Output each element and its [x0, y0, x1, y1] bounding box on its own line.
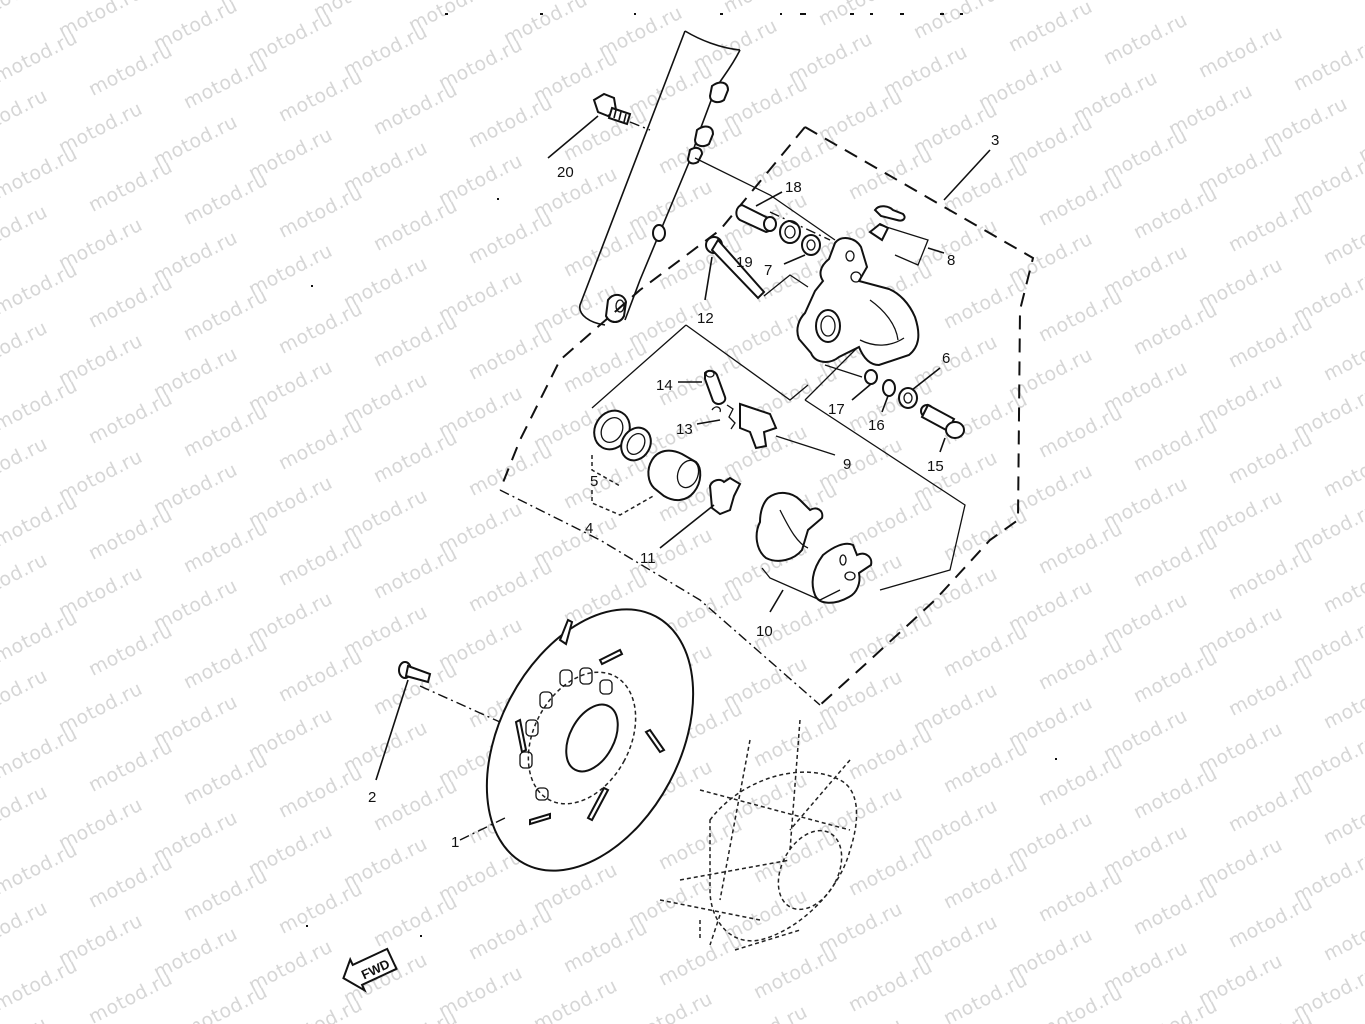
- callout-5: 5: [590, 473, 598, 490]
- piston-and-seals: [591, 409, 702, 516]
- disc-bolt-2: [375, 661, 501, 781]
- caliper-bolt-12: [704, 236, 809, 301]
- callout-9: 9: [843, 456, 851, 473]
- slide-pin-18: [735, 191, 783, 234]
- small-hardware: [659, 369, 836, 549]
- callout-18: 18: [785, 179, 802, 196]
- callout-6: 6: [942, 350, 950, 367]
- caliper-body: [796, 237, 920, 367]
- caliper-pin-set: [824, 364, 965, 453]
- callout-13: 13: [676, 421, 693, 438]
- callout-10: 10: [756, 623, 773, 640]
- callout-labels: 1 2 3 4 5 6 7 8 9 10 11 12 13 14 15 16 1…: [368, 132, 999, 851]
- bushing-19-and-boot-7: [769, 211, 831, 265]
- callout-11: 11: [640, 550, 656, 567]
- callout-19: 19: [736, 254, 753, 271]
- callout-15: 15: [927, 458, 944, 475]
- brake-disc-1: [459, 608, 695, 872]
- caliper-assembly-outline: [499, 126, 1035, 706]
- front-fork-leg: [579, 30, 741, 326]
- scan-specks: [306, 13, 1057, 937]
- brake-pads-10: [755, 492, 873, 613]
- callout-16: 16: [868, 417, 885, 434]
- callout-3: 3: [991, 132, 999, 149]
- callout-20: 20: [557, 164, 574, 181]
- callout-7: 7: [764, 262, 772, 279]
- fwd-arrow-icon: FWD: [342, 947, 398, 993]
- inner-parts-outline: [591, 324, 966, 591]
- callout-17: 17: [828, 401, 845, 418]
- callout-2: 2: [368, 789, 376, 806]
- callout-4: 4: [585, 520, 593, 537]
- callout-1: 1: [451, 834, 459, 851]
- wheel-hub: [659, 719, 858, 951]
- bleed-screw-8: [868, 205, 945, 266]
- callout-12: 12: [697, 310, 714, 327]
- callout-14: 14: [656, 377, 673, 394]
- caliper-mounting-bolt-20: [547, 92, 651, 159]
- callout-8: 8: [947, 252, 955, 269]
- leader-fork-to-caliper: [694, 157, 836, 241]
